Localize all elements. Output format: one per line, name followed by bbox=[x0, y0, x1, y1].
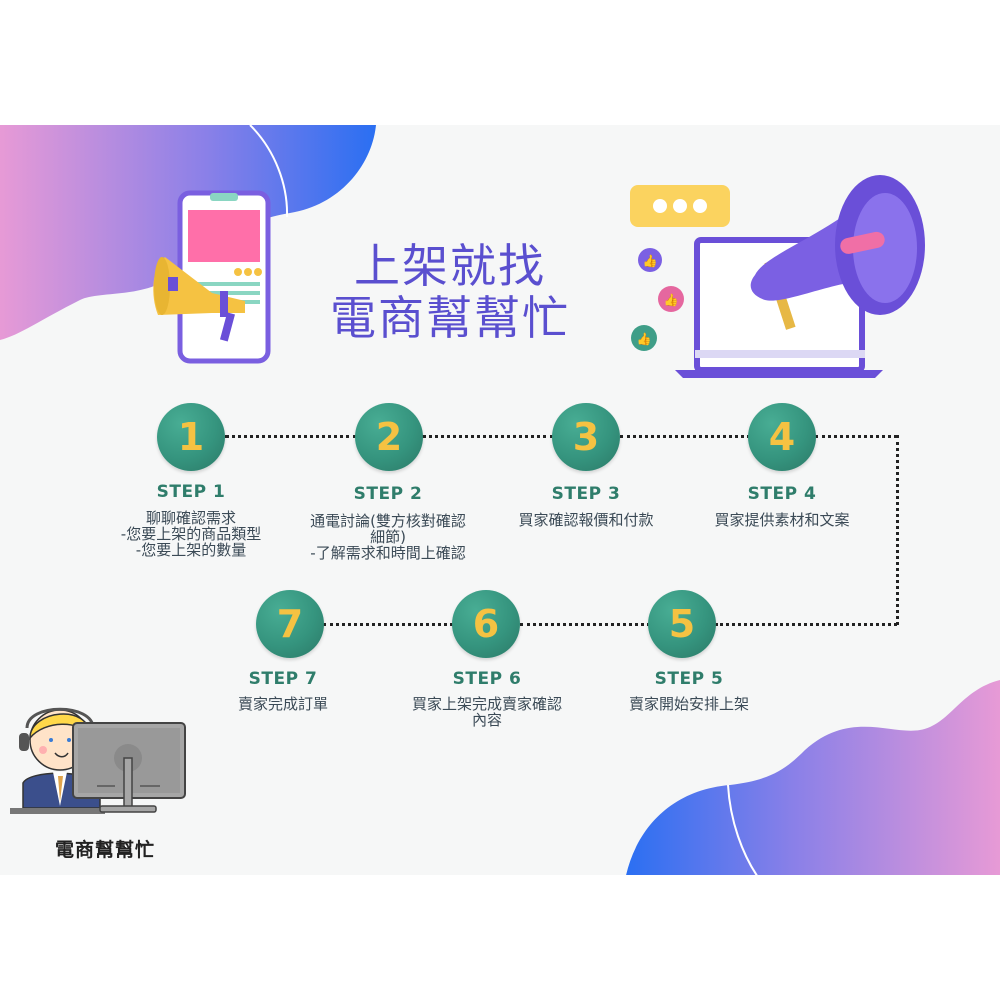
step-6-label: STEP 6 bbox=[452, 669, 522, 689]
step-6-badge: 6 bbox=[452, 590, 520, 658]
step-1-label: STEP 1 bbox=[156, 482, 226, 502]
step-5-badge: 5 bbox=[648, 590, 716, 658]
step-4-description: 買家提供素材和文案 bbox=[714, 511, 850, 529]
step-2-badge: 2 bbox=[355, 403, 423, 471]
step-1-description: 聊聊確認需求 -您要上架的商品類型 -您要上架的數量 bbox=[120, 509, 262, 559]
connector-6-7 bbox=[323, 623, 453, 626]
step-2-description: 通電討論(雙方核對確認 細節) -了解需求和時間上確認 bbox=[310, 512, 466, 562]
step-4-label: STEP 4 bbox=[747, 484, 817, 504]
step-2-label: STEP 2 bbox=[353, 484, 423, 504]
step-7-badge: 7 bbox=[256, 590, 324, 658]
connector-4-right bbox=[815, 435, 897, 438]
svg-text:👍: 👍 bbox=[637, 332, 652, 346]
step-3-label: STEP 3 bbox=[551, 484, 621, 504]
svg-text:👍: 👍 bbox=[664, 293, 679, 307]
connector-3-4 bbox=[620, 435, 750, 438]
brand-name: 電商幫幫忙 bbox=[54, 839, 155, 861]
step-1-badge: 1 bbox=[157, 403, 225, 471]
step-3-badge: 3 bbox=[552, 403, 620, 471]
laptop-megaphone-icon: 👍 👍 👍 bbox=[630, 175, 925, 378]
connector-1-2 bbox=[225, 435, 357, 438]
thumbs-up-icon bbox=[658, 286, 684, 312]
step-7-label: STEP 7 bbox=[248, 669, 318, 689]
step-6-description: 買家上架完成賣家確認 內容 bbox=[411, 695, 562, 729]
step-5-description: 賣家開始安排上架 bbox=[628, 695, 749, 713]
thumbs-up-icon bbox=[631, 325, 657, 351]
bottom-right-gradient-blob bbox=[626, 680, 1000, 875]
connector-2-3 bbox=[422, 435, 554, 438]
title-line-1: 上架就找 bbox=[354, 239, 546, 293]
connector-5-6 bbox=[520, 623, 650, 626]
connector-right-5 bbox=[715, 623, 897, 626]
customer-service-agent-icon bbox=[10, 707, 186, 814]
thumbs-up-icon bbox=[638, 248, 662, 272]
connector-right-vertical bbox=[896, 435, 899, 625]
phone-megaphone-icon bbox=[153, 190, 271, 364]
step-7-description: 賣家完成訂單 bbox=[237, 695, 328, 713]
step-3-description: 買家確認報價和付款 bbox=[518, 511, 654, 529]
title-line-2: 電商幫幫忙 bbox=[330, 291, 570, 345]
svg-text:👍: 👍 bbox=[643, 254, 658, 268]
step-4-badge: 4 bbox=[748, 403, 816, 471]
infographic-card: 上架就找 電商幫幫忙 👍 👍 👍 1 STEP 1 聊聊確認需求 -您要上架的商… bbox=[0, 125, 1000, 875]
step-5-label: STEP 5 bbox=[654, 669, 724, 689]
page-title: 上架就找 電商幫幫忙 bbox=[300, 240, 600, 344]
